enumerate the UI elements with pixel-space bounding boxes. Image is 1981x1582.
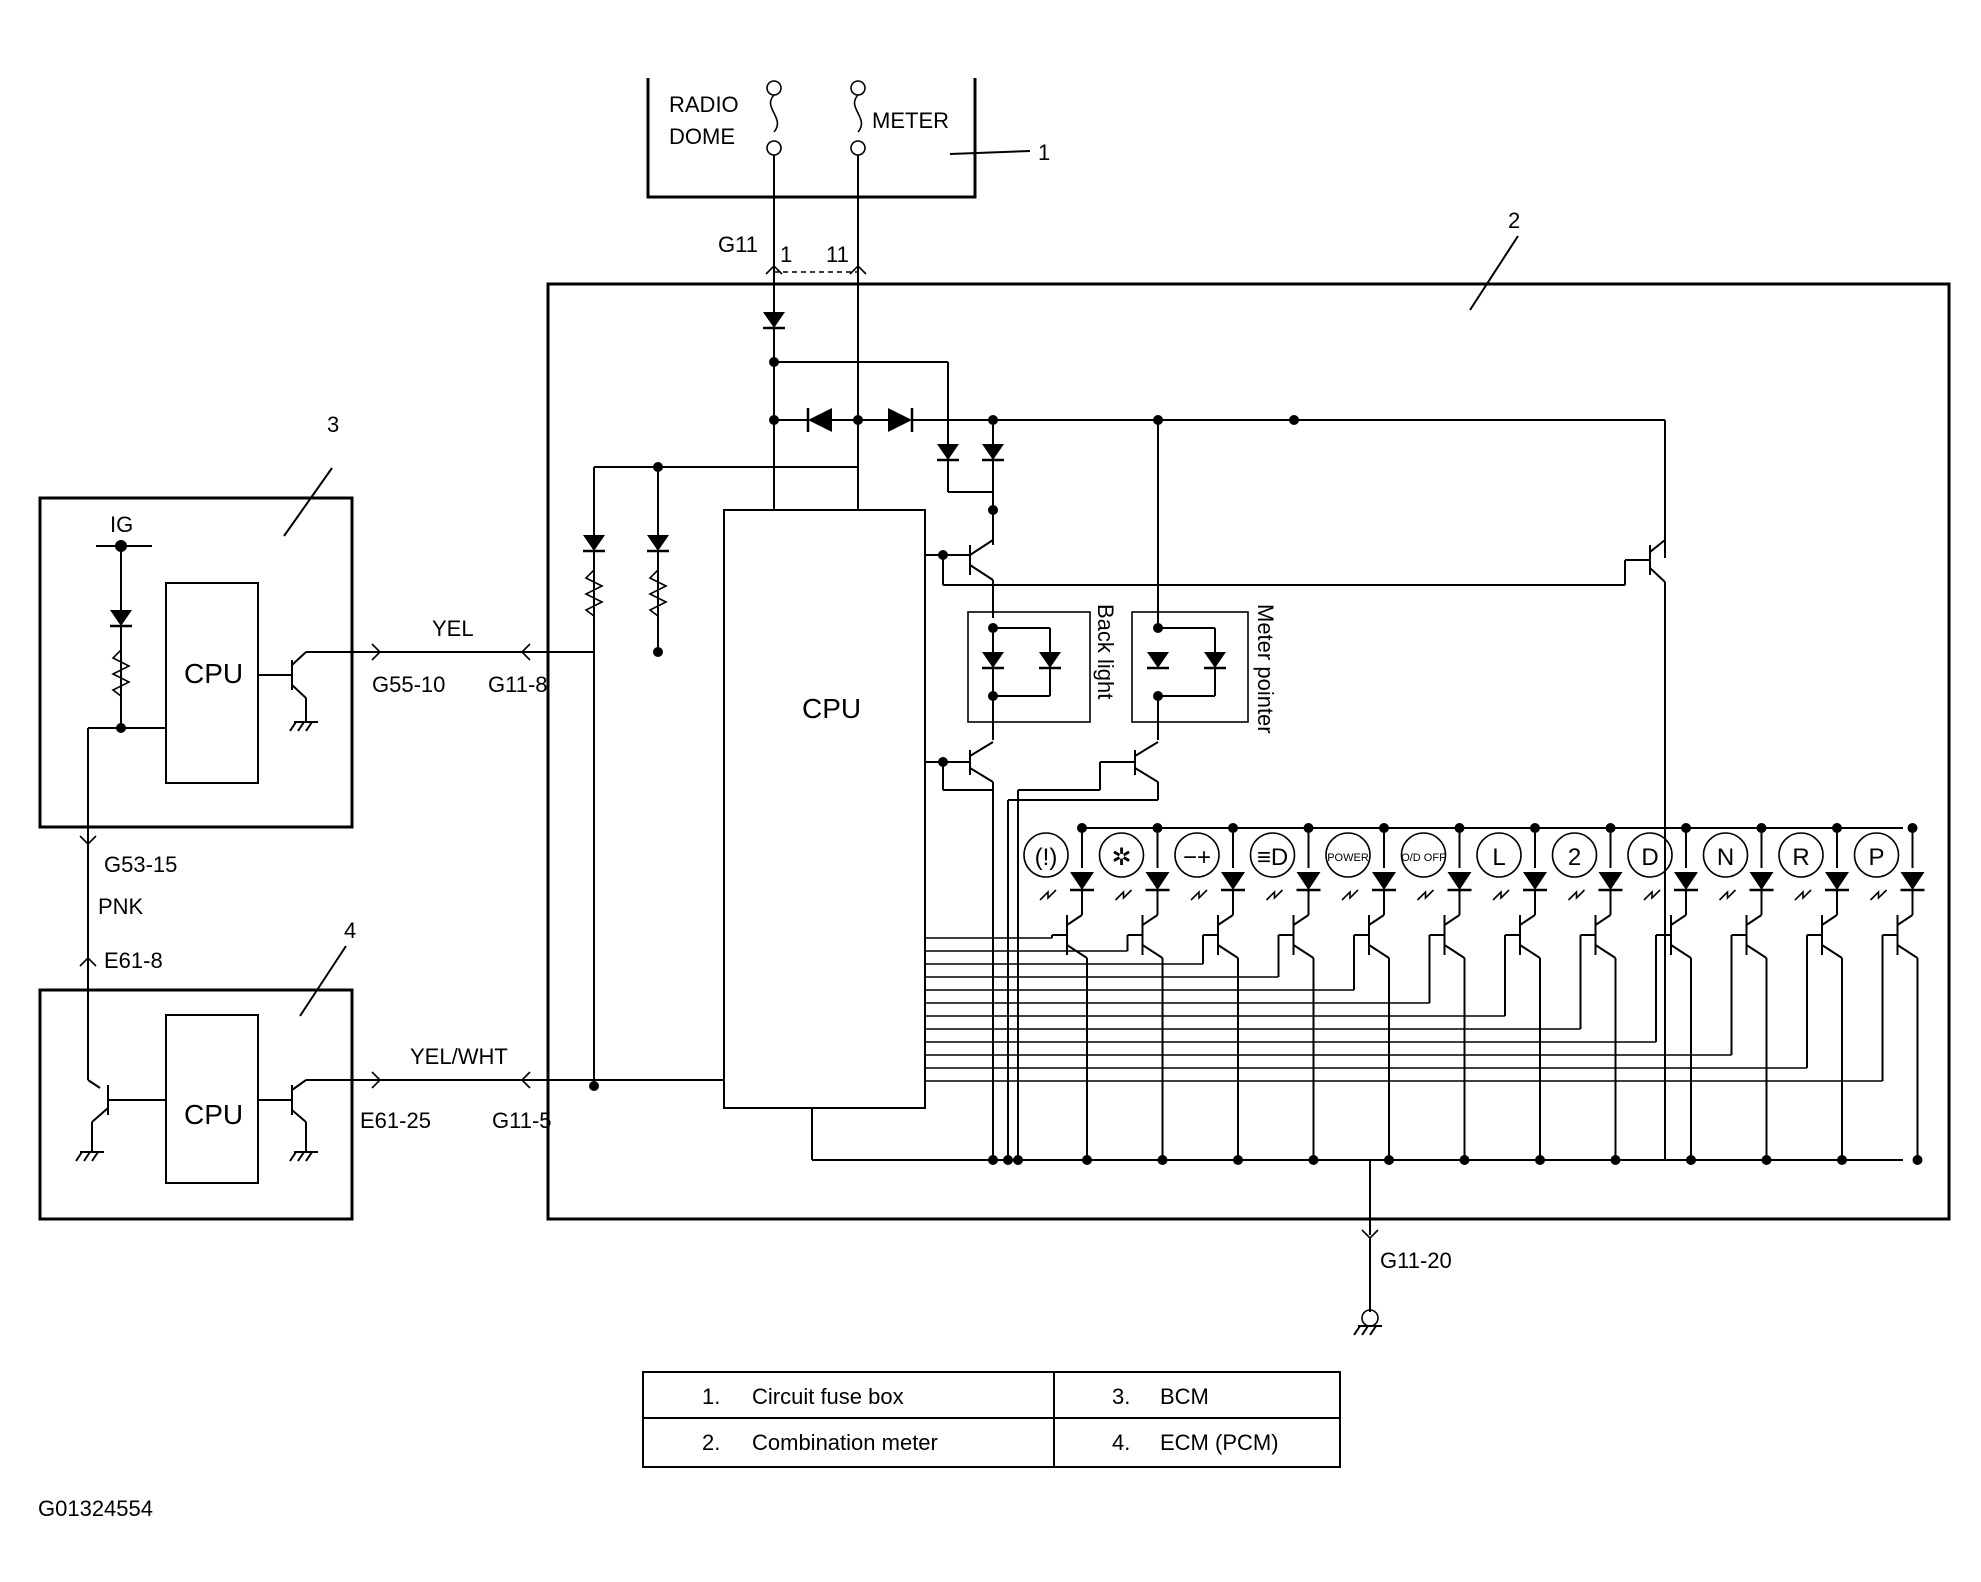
indicator-N-icon — [1702, 832, 1749, 878]
indicator-N: N — [1702, 823, 1774, 1165]
combination-meter-box — [546, 282, 1951, 1221]
ecm-out-connector-label: E61-25 — [360, 1108, 431, 1133]
ecm-in-connector-label: E61-8 — [104, 948, 163, 973]
indicator-washer: ✲ — [1098, 823, 1170, 1165]
indicator-brake: (!) — [1023, 823, 1094, 1165]
indicator-P-icon — [1853, 832, 1900, 878]
indicator-headlight-symbol: ≡D — [1257, 844, 1288, 871]
wire-pnk-label: PNK — [98, 894, 144, 919]
legend-num-1: 1. — [702, 1384, 720, 1409]
indicator-charge: −+ — [1174, 823, 1245, 1165]
indicator-D-icon — [1627, 832, 1673, 878]
indicator-od-off-symbol: O/D OFF — [1401, 852, 1446, 864]
indicator-2: 2 — [1551, 823, 1623, 1165]
figure-id: G01324554 — [38, 1496, 153, 1521]
indicator-charge-symbol: −+ — [1183, 844, 1211, 871]
wire-yelwht-label: YEL/WHT — [410, 1044, 508, 1069]
bcm-down-connector-label: G53-15 — [104, 852, 177, 877]
indicator-headlight: ≡D — [1249, 823, 1321, 1165]
indicator-L: L — [1476, 823, 1547, 1165]
bcm-box — [38, 496, 354, 829]
backlight-label: Back light — [1093, 604, 1118, 699]
indicator-N-symbol: N — [1717, 844, 1734, 871]
bcm-out-connector-label: G55-10 — [372, 672, 445, 697]
indicator-od-off-icon — [1400, 832, 1447, 878]
meter-cpu-block — [723, 509, 926, 1109]
indicator-2-icon — [1551, 832, 1598, 878]
indicator-R-icon — [1778, 832, 1824, 878]
legend-num-3: 3. — [1112, 1384, 1130, 1409]
indicator-power-icon — [1325, 832, 1371, 878]
legend-label-4: ECM (PCM) — [1160, 1430, 1279, 1455]
fuse-meter-label: METER — [872, 108, 949, 133]
meter-pointer-label: Meter pointer — [1253, 604, 1278, 734]
fuse-radio-label: RADIO — [669, 92, 739, 117]
indicator-R: R — [1778, 823, 1849, 1165]
indicator-D: D — [1627, 823, 1698, 1165]
indicator-2-symbol: 2 — [1568, 844, 1581, 871]
callout-4: 4 — [344, 918, 356, 943]
connector-g11-label: G11 — [718, 232, 758, 257]
callout-2: 2 — [1508, 208, 1520, 233]
indicator-P: P — [1853, 823, 1925, 1165]
indicator-D-symbol: D — [1641, 844, 1658, 871]
indicator-od-off: O/D OFF — [1400, 823, 1472, 1165]
indicator-R-symbol: R — [1792, 844, 1809, 871]
indicator-brake-symbol: (!) — [1035, 844, 1058, 871]
pin-11-label: 11 — [826, 242, 849, 267]
meter-pointer-box — [1131, 611, 1249, 723]
indicator-brake-icon — [1023, 832, 1069, 878]
bcm-cpu-label: CPU — [184, 658, 243, 689]
legend-num-2: 2. — [702, 1430, 720, 1455]
indicator-L-symbol: L — [1492, 844, 1505, 871]
ground-connector-label: G11-20 — [1380, 1248, 1452, 1273]
circuit-fuse-box: RADIO DOME METER 1 — [646, 78, 1050, 199]
backlight-box — [967, 611, 1091, 723]
indicator-power: POWER — [1325, 823, 1396, 1165]
ecm-box — [38, 988, 354, 1221]
legend-num-4: 4. — [1112, 1430, 1130, 1455]
callout-3: 3 — [327, 412, 339, 437]
meter-yel-pin-label: G11-8 — [488, 672, 548, 697]
bcm-ig-label: IG — [110, 512, 133, 537]
callout-1: 1 — [1038, 140, 1050, 165]
meter-cpu-label: CPU — [802, 693, 861, 724]
ecm-cpu-label: CPU — [184, 1099, 243, 1130]
indicator-L-icon — [1476, 832, 1522, 878]
indicator-washer-symbol: ✲ — [1111, 844, 1131, 871]
legend-label-1: Circuit fuse box — [752, 1384, 904, 1409]
legend-label-3: BCM — [1160, 1384, 1209, 1409]
indicator-lamp-array: (!) ✲ −+ ≡D POWER O/D OFF L 2 D N R P — [1023, 823, 1925, 1165]
legend-label-2: Combination meter — [752, 1430, 938, 1455]
indicator-P-symbol: P — [1868, 844, 1884, 871]
meter-yelwht-pin-label: G11-5 — [492, 1108, 552, 1133]
pin-1-label: 1 — [780, 242, 792, 267]
indicator-washer-icon — [1098, 832, 1145, 878]
legend-table: 1. Circuit fuse box 3. BCM 2. Combinatio… — [642, 1371, 1341, 1468]
bcm-cpu-block — [165, 582, 259, 784]
fuse-dome-label: DOME — [669, 124, 735, 149]
indicator-headlight-icon — [1249, 832, 1296, 878]
indicator-power-symbol: POWER — [1327, 852, 1369, 864]
wire-yel-label: YEL — [432, 616, 474, 641]
indicator-charge-icon — [1174, 832, 1220, 878]
